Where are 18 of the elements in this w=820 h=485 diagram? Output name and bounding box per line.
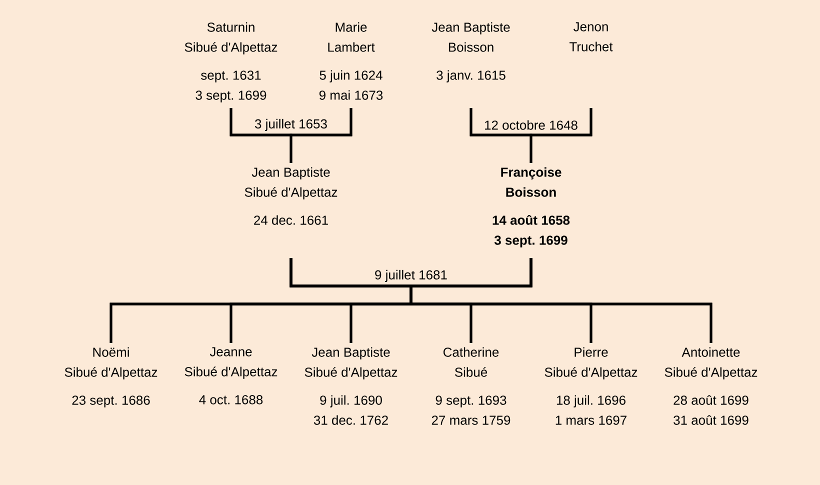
edge-label: 3 juillet 1653 bbox=[252, 116, 330, 134]
person-label: Françoise Boisson 14 août 1658 3 sept. 1699 bbox=[492, 167, 570, 248]
person-label: Jeanne Sibué d'Alpettaz 4 oct. 1688 bbox=[184, 347, 278, 404]
connector-line bbox=[410, 258, 712, 343]
person-label: Pierre Sibué d'Alpettaz 18 juil. 1696 1 mars 1697 bbox=[544, 347, 638, 425]
person-label: Jean Baptiste Sibué d'Alpettaz 9 juil. 1690 31 dec. 1762 bbox=[304, 347, 398, 425]
person-label: Catherine Sibué 9 sept. 1693 27 mars 1759 bbox=[432, 347, 510, 425]
person-label: Saturnin Sibué d'Alpettaz sept. 1631 3 sept. 1699 bbox=[184, 22, 278, 102]
person-label: Jean Baptiste Boisson 3 janv. 1615 bbox=[432, 22, 510, 82]
person-label: Marie Lambert 5 juin 1624 9 mai 1673 bbox=[319, 22, 383, 100]
edge-label: 9 juillet 1681 bbox=[372, 268, 450, 284]
person-label: Jenon Truchet bbox=[570, 22, 613, 52]
person-label: Jean Baptiste Sibué d'Alpettaz 24 dec. 1661 bbox=[244, 167, 338, 225]
person-label: Noëmi Sibué d'Alpettaz 23 sept. 1686 bbox=[64, 347, 158, 408]
person-label: Antoinette Sibué d'Alpettaz 28 août 1699 31 août 1699 bbox=[664, 347, 758, 425]
connector-line bbox=[290, 108, 352, 163]
connector-line bbox=[530, 108, 592, 163]
edge-label: 12 octobre 1648 bbox=[482, 118, 580, 132]
